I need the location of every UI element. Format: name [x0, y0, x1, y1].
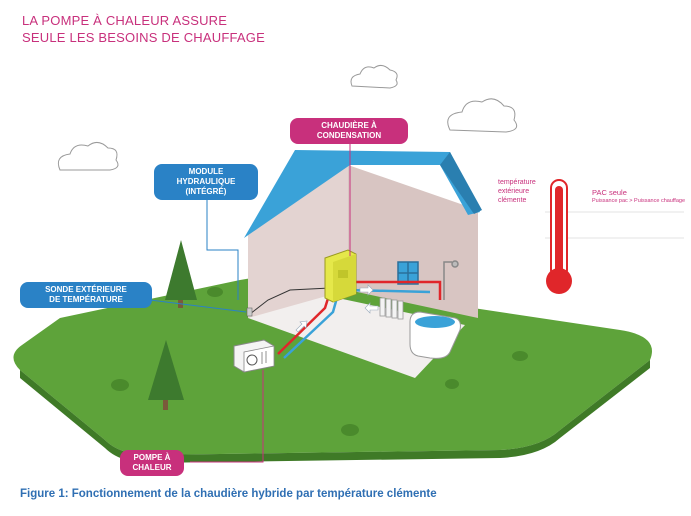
leader-line-heat-pump — [190, 370, 264, 463]
operating-mode-label: PAC seule — [592, 188, 627, 197]
leader-line-sensor — [149, 299, 247, 313]
heat-pump-label-line1: POMPE À — [133, 453, 171, 462]
sensor-wire — [249, 287, 331, 315]
heat-pump-label: POMPE À CHALEUR — [120, 450, 184, 476]
boiler-icon — [324, 249, 357, 303]
house-floor — [248, 290, 465, 378]
house-roof — [244, 150, 480, 238]
outdoor-sensor-icon — [246, 307, 253, 317]
thermometer-icon — [545, 179, 684, 294]
tree — [165, 240, 197, 308]
outdoor-sensor-label: SONDE EXTÉRIEURE DE TEMPÉRATURE — [20, 282, 152, 308]
title-line-2: SEULE LES BESOINS DE CHAUFFAGE — [22, 30, 265, 45]
flow-arrow-icon — [364, 302, 379, 314]
house-wall-front — [248, 160, 348, 318]
outdoor-temperature-line2: extérieure — [498, 188, 530, 195]
title-line-1: LA POMPE À CHALEUR ASSURE — [22, 13, 228, 28]
flow-arrow-icon — [359, 284, 374, 296]
tree — [148, 340, 184, 410]
bush — [512, 351, 528, 361]
bathtub-icon — [409, 311, 461, 359]
bush — [341, 424, 359, 436]
shower-icon — [443, 260, 459, 300]
hot-pipe — [352, 280, 442, 300]
lawn — [13, 277, 652, 455]
house-roof-side — [440, 152, 482, 214]
heat-pump-icon — [233, 339, 275, 373]
hydraulic-module-label-line1: MODULE HYDRAULIQUE — [176, 167, 236, 186]
outdoor-temperature-label: température extérieure clémente — [498, 178, 536, 205]
bush — [445, 379, 459, 389]
cloud-icon — [447, 98, 518, 133]
outdoor-temperature-line3: clémente — [498, 197, 527, 204]
hydraulic-module-label-line2: (INTÉGRÉ) — [185, 187, 227, 196]
outdoor-sensor-label-line2: DE TEMPÉRATURE — [49, 295, 123, 304]
outdoor-temperature-line1: température — [498, 179, 536, 186]
window-icon — [397, 261, 419, 285]
hydraulic-module-label: MODULE HYDRAULIQUE (INTÉGRÉ) — [154, 164, 258, 200]
heat-pump-label-line2: CHALEUR — [132, 463, 172, 472]
power-condition-label: Puissance pac > Puissance chauffage — [592, 198, 686, 204]
leader-line-hydraulic — [206, 190, 239, 300]
outdoor-sensor-label-line1: SONDE EXTÉRIEURE — [45, 285, 127, 294]
bush — [111, 379, 129, 391]
boiler-label-text: CHAUDIÈRE À CONDENSATION — [316, 121, 382, 140]
figure-caption: Figure 1: Fonctionnement de la chaudière… — [20, 488, 437, 500]
bush — [207, 287, 223, 297]
radiator-icon — [379, 297, 404, 320]
flow-arrow-icon — [295, 320, 308, 333]
cloud-icon — [57, 142, 119, 171]
house-wall-side — [348, 165, 478, 318]
cloud-icon — [350, 64, 398, 89]
boiler-label: CHAUDIÈRE À CONDENSATION — [290, 118, 408, 144]
